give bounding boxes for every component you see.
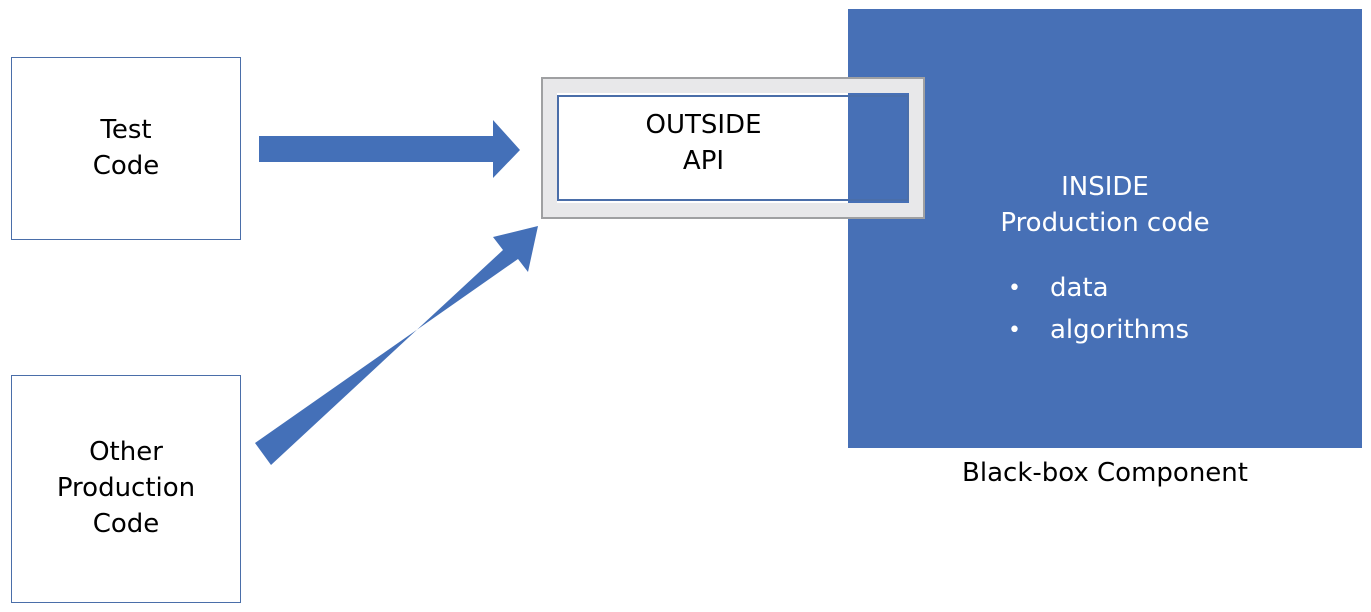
outside-api-line-2: API	[682, 145, 725, 176]
bullet-dot-icon: •	[1008, 317, 1021, 343]
api-frame-outer	[541, 77, 925, 219]
other-code-line-2: Production	[56, 473, 196, 504]
outside-api-label: OUTSIDE API	[559, 108, 848, 180]
api-frame-band	[543, 79, 923, 217]
bullet-dot-icon: •	[1008, 276, 1021, 302]
component-caption: Black-box Component	[962, 458, 1248, 488]
bullet-text-data: data	[1050, 273, 1109, 303]
inside-subtitle: Production code	[1000, 207, 1210, 238]
api-frame-inner	[557, 95, 909, 201]
outside-api-line-1: OUTSIDE	[645, 110, 762, 140]
bullet-text-algorithms: algorithms	[1050, 314, 1190, 345]
other-code-line-3: Code	[92, 508, 160, 539]
test-code-line-2: Code	[92, 150, 160, 181]
other-production-code-box: Other Production Code	[11, 375, 241, 603]
inside-bullet-list: • data • algorithms	[1008, 268, 1189, 351]
other-code-line-1: Other	[89, 437, 163, 468]
test-to-api-arrow	[259, 120, 520, 178]
other-to-api-arrow	[255, 226, 538, 465]
test-code-box: Test Code	[11, 57, 241, 240]
api-fill	[559, 97, 848, 199]
bullet-item-data: • data	[1008, 268, 1189, 310]
inside-title: INSIDE	[1061, 172, 1149, 202]
inside-label: INSIDE Production code	[848, 170, 1362, 242]
test-code-line-1: Test	[100, 114, 152, 145]
black-box-component	[848, 9, 1362, 448]
bullet-item-algorithms: • algorithms	[1008, 310, 1189, 352]
